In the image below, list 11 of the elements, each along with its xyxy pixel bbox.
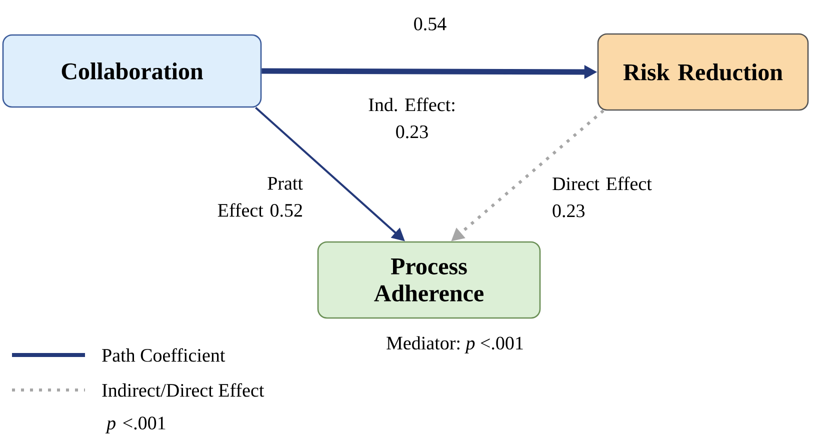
significance-note: p <.001 bbox=[105, 416, 166, 434]
legend-text: Indirect/Direct Effect bbox=[102, 383, 264, 397]
mediator-note: Mediator: p <.001 bbox=[386, 336, 523, 354]
effect-label: Ind. Effect: 0.23 bbox=[368, 98, 454, 138]
concept-box: Risk Reduction bbox=[597, 33, 809, 111]
edge-label: 0.54 bbox=[414, 18, 446, 30]
edge-label: Pratt Effect 0.52 bbox=[218, 177, 303, 217]
concept-box: Collaboration bbox=[2, 34, 262, 108]
legend-text: Path Coefficient bbox=[102, 348, 226, 362]
concept-box: Process Adherence bbox=[317, 241, 541, 319]
edge-label: Direct Effect 0.23 bbox=[552, 176, 652, 218]
